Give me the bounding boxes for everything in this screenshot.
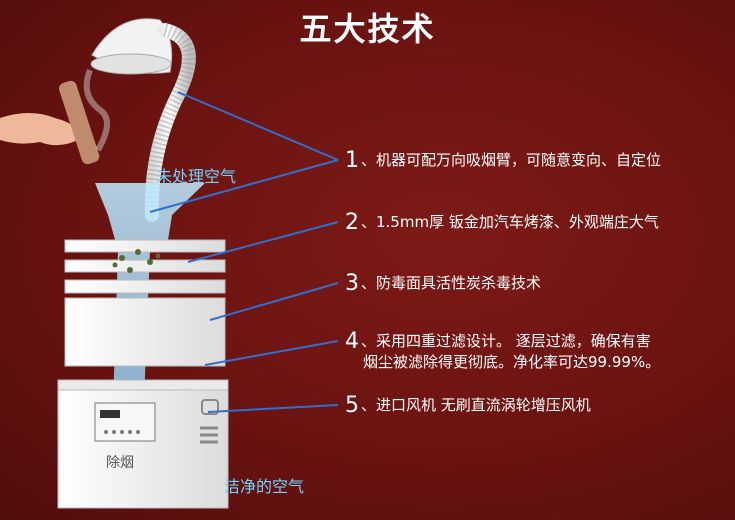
- main-cabinet: [57, 379, 229, 509]
- feature-4-number: 4: [345, 329, 359, 354]
- page-title: 五大技术: [299, 10, 436, 48]
- feature-1: 1、机器可配万向吸烟臂，可随意变向、自定位: [345, 148, 662, 173]
- feature-2-number: 2: [345, 210, 359, 235]
- feature-5: 5、进口风机 无刷直流涡轮增压风机: [345, 393, 591, 418]
- clean-air-label: 洁净的空气: [224, 477, 305, 496]
- feature-2: 2、1.5mm厚 钣金加汽车烤漆、外观端庄大气: [345, 210, 659, 235]
- feature-3-text: 、防毒面具活性炭杀毒技术: [361, 274, 542, 292]
- leader-lines: [149, 91, 339, 413]
- feature-5-text: 、进口风机 无刷直流涡轮增压风机: [361, 396, 591, 414]
- feature-1-number: 1: [345, 148, 359, 173]
- feature-2-text: 、1.5mm厚 钣金加汽车烤漆、外观端庄大气: [361, 213, 659, 231]
- feature-4: 4、采用四重过滤设计。 逐层过滤，确保有害 烟尘被滤除得更彻底。净化率可达99.…: [345, 331, 660, 372]
- device-label: 除烟: [106, 455, 134, 471]
- hand-with-part: [0, 68, 110, 165]
- feature-3: 3、防毒面具活性炭杀毒技术: [345, 271, 542, 296]
- filter-stack: [64, 239, 226, 367]
- feature-1-text: 、机器可配万向吸烟臂，可随意变向、自定位: [361, 151, 662, 169]
- feature-4-text: 、采用四重过滤设计。 逐层过滤，确保有害: [361, 332, 651, 350]
- feature-3-number: 3: [345, 271, 359, 296]
- feature-5-number: 5: [345, 393, 359, 418]
- suction-hood: [90, 18, 173, 75]
- feature-4-text-line2: 烟尘被滤除得更彻底。净化率可达99.99%。: [363, 353, 661, 371]
- untreated-air-label: 未处理空气: [156, 167, 237, 186]
